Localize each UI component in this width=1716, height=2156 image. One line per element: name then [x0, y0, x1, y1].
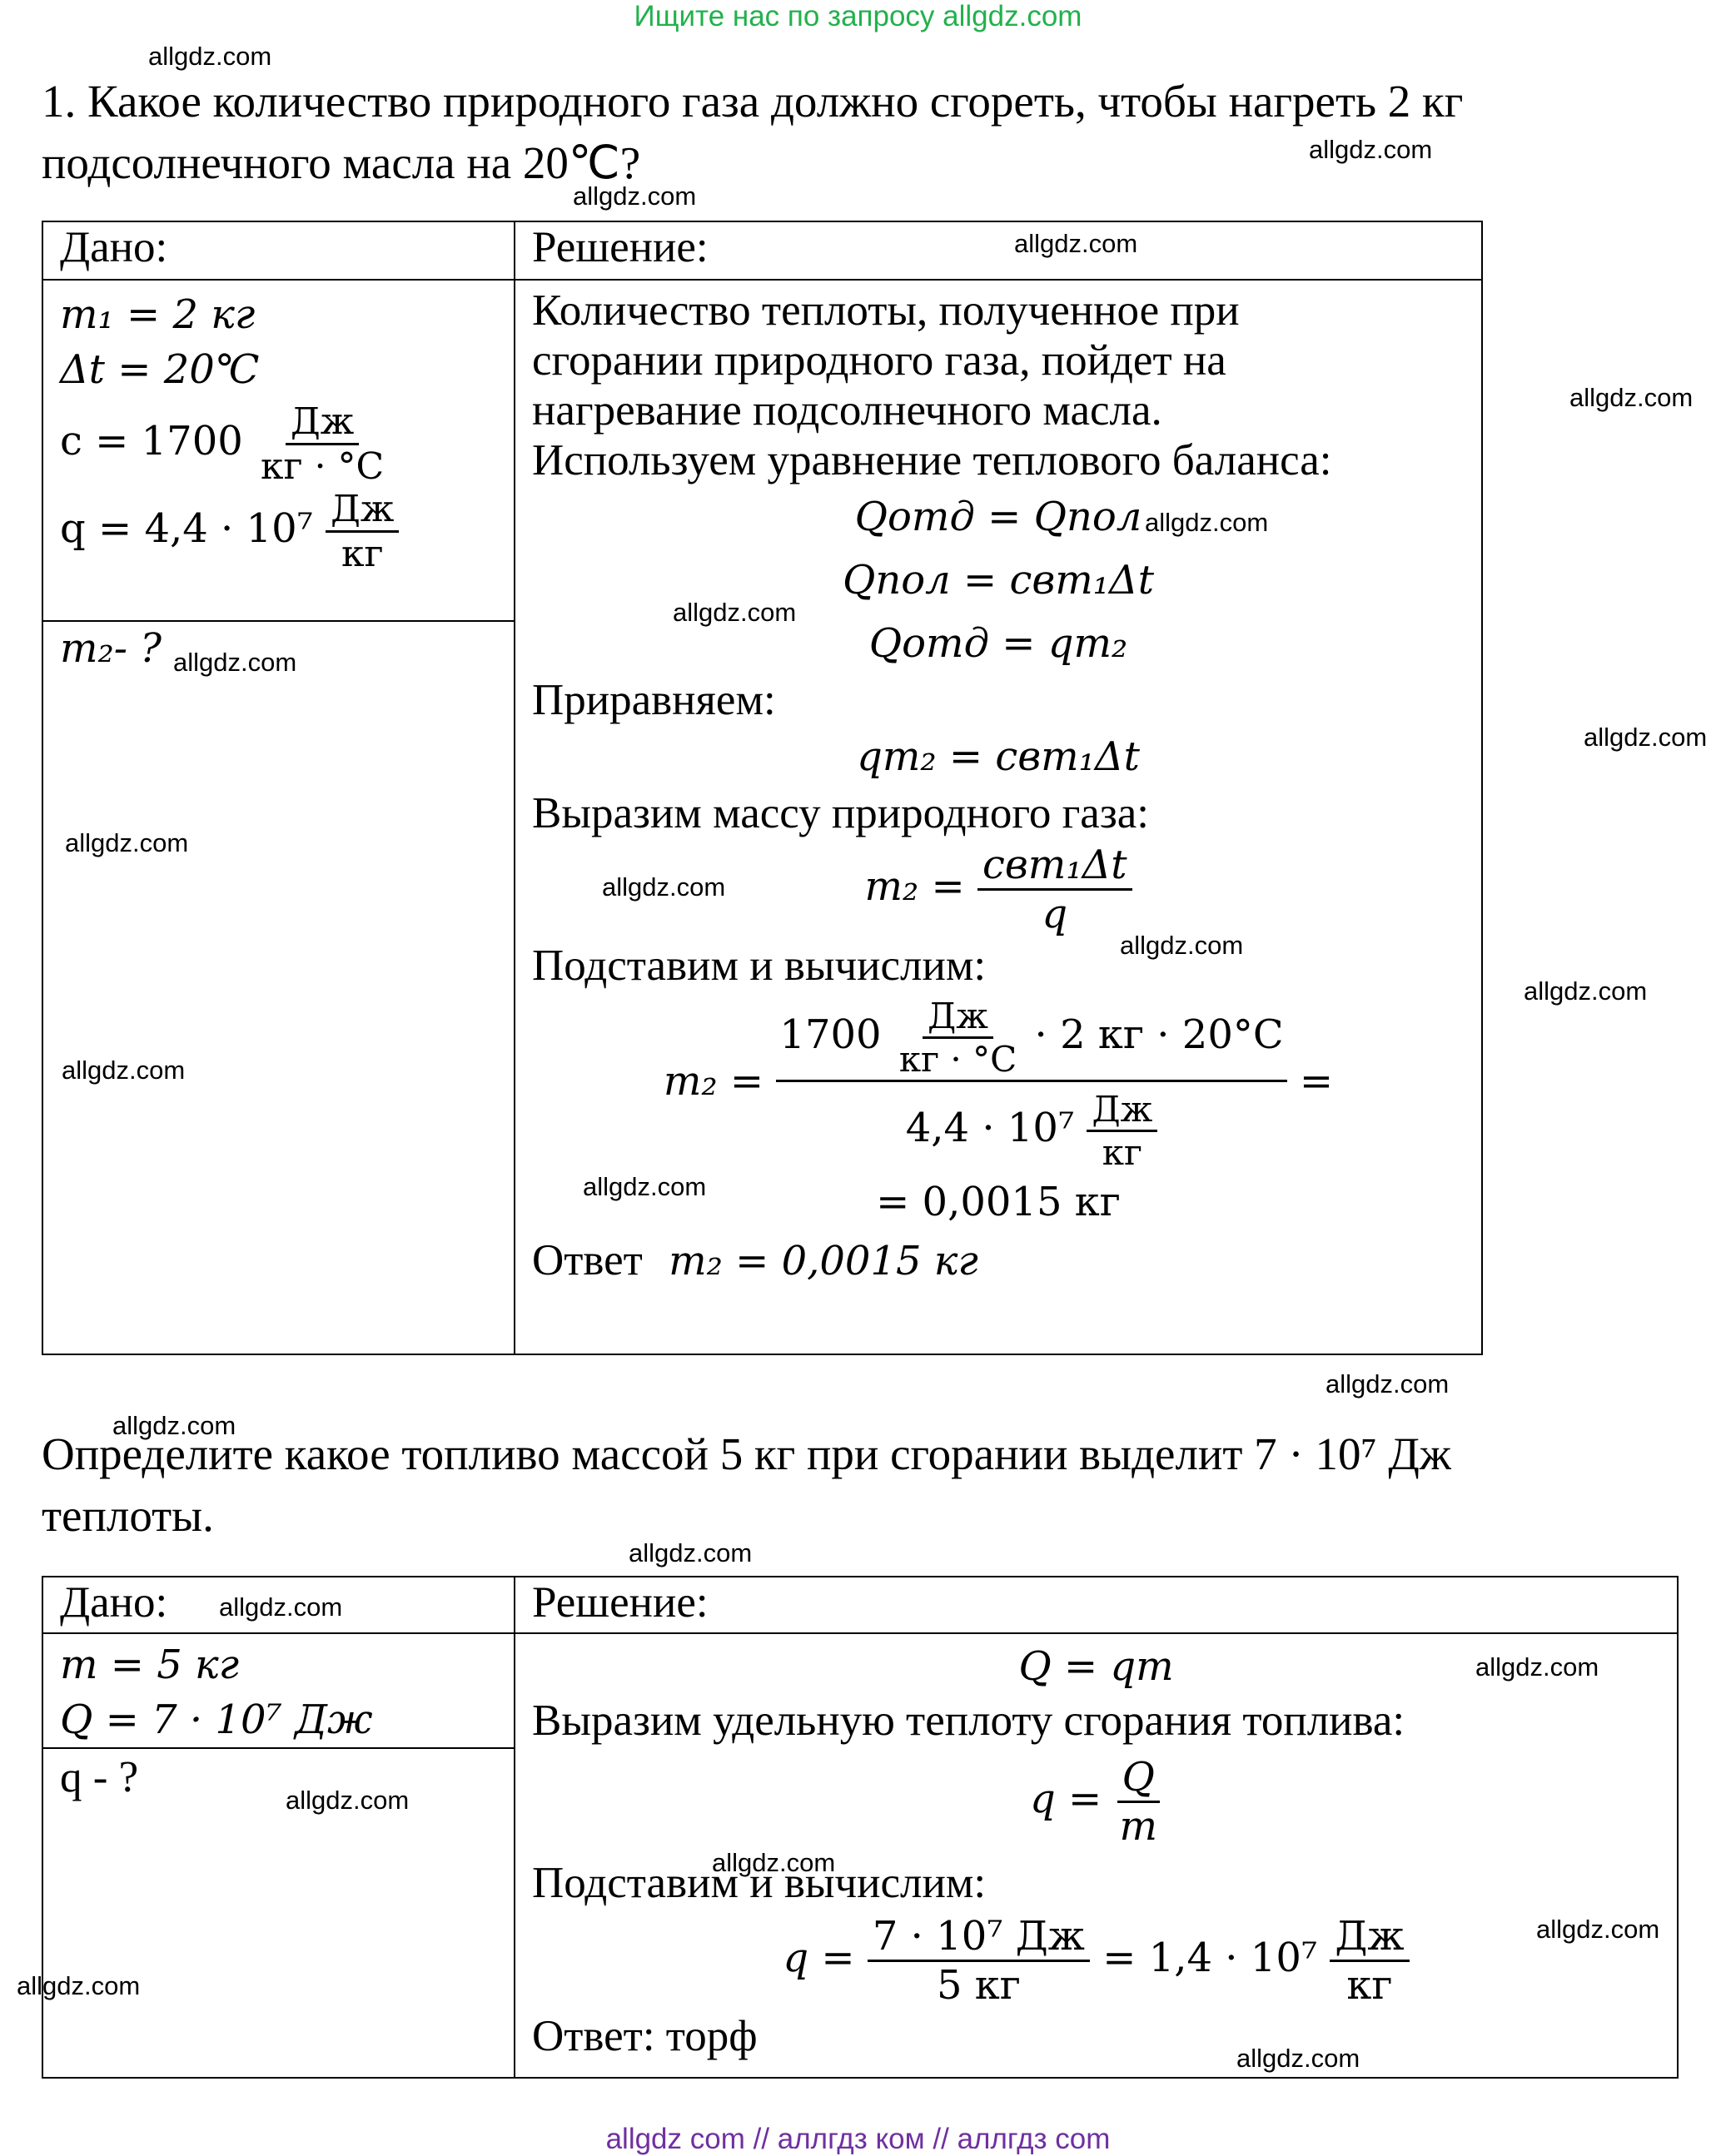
unit-den: кг · °С — [261, 445, 385, 488]
solution-body: Q = qm Выразим удельную теплоту сгорания… — [514, 1632, 1679, 2079]
watermark: allgdz.com — [112, 1411, 236, 1440]
given-m: m = 5 кг — [60, 1642, 239, 1688]
solution-p1: Выразим удельную теплоту сгорания топлив… — [532, 1696, 1405, 1745]
problem2-line2: теплоты. — [42, 1490, 214, 1541]
problem1-line2: подсолнечного масла на 20℃? — [42, 137, 641, 188]
given-Q: Q = 7 · 10⁷ Дж — [60, 1696, 373, 1743]
eq-fraction: Q m — [1114, 1754, 1162, 1850]
given-header: Дано: — [42, 1576, 515, 1634]
problem1-line1: 1. Какое количество природного газа долж… — [42, 76, 1464, 127]
calc-mid: = 1,4 · 10⁷ — [1102, 1935, 1318, 1981]
given-values: m₁ = 2 кг Δt = 20℃ с = 1700 Дж кг · °С q… — [42, 279, 515, 622]
calc-fraction: 7 · 10⁷ Дж 5 кг — [867, 1913, 1090, 2009]
equation-mass: m₂ = cвm₁Δt q — [532, 842, 1465, 937]
given-values: m = 5 кг Q = 7 · 10⁷ Дж — [42, 1632, 515, 1749]
solution-p4: Используем уравнение теплового баланса: — [532, 436, 1332, 484]
equation-balance: Qотд = Qпол — [854, 494, 1142, 540]
calc-numerator: 7 · 10⁷ Дж — [867, 1913, 1090, 1962]
solution-p2: Подставим и вычислим: — [532, 1859, 987, 1907]
given-m1: m₁ = 2 кг — [60, 291, 256, 338]
solution-p7: Подставим и вычислим: — [532, 941, 987, 990]
find-q: q - ? — [60, 1753, 139, 1801]
calc-lhs: m₂ = — [663, 1058, 764, 1105]
eq-lhs: m₂ = — [864, 863, 965, 910]
calc-result: = 0,0015 кг — [876, 1179, 1121, 1225]
watermark: allgdz.com — [148, 42, 272, 71]
problem1-table: Дано: Решение: m₁ = 2 кг Δt = 20℃ с = 17… — [42, 221, 1483, 1355]
top-banner[interactable]: Ищите нас по запросу allgdz.com — [634, 0, 1082, 32]
unit-num: Дж — [1087, 1089, 1158, 1132]
unit-den: кг · °С — [898, 1039, 1017, 1080]
calc-lhs: q = — [783, 1935, 855, 1981]
given-c-value: с = 1700 — [60, 418, 243, 464]
unit-num: Дж — [286, 400, 360, 445]
equation-q: q = Q m — [532, 1754, 1660, 1850]
calculation: m₂ = 1700 Дж кг · °С · 2 кг · 20°С 4,4 ·… — [532, 996, 1465, 1173]
problem2-line1: Определите какое топливо массой 5 кг при… — [42, 1428, 1451, 1479]
answer-label: Ответ — [532, 1236, 643, 1284]
given-header: Дано: — [42, 221, 515, 281]
frac-den: q — [1042, 891, 1068, 937]
watermark: allgdz.com — [1584, 723, 1708, 752]
frac-den: m — [1119, 1803, 1157, 1850]
solution-body: Количество теплоты, полученное при сгора… — [514, 279, 1483, 1355]
bottom-banner[interactable]: allgdz com // аллгдз ком // аллгдз com — [605, 2123, 1111, 2155]
unit-den: кг — [1102, 1132, 1142, 1173]
answer-line: Ответ m₂ = 0,0015 кг — [532, 1231, 1465, 1290]
watermark: allgdz.com — [1524, 976, 1648, 1006]
unit-den: кг — [1346, 1962, 1393, 2009]
given-dt: Δt = 20℃ — [60, 346, 260, 393]
solution-header: Решение: — [514, 221, 1483, 281]
answer-line: Ответ: торф — [532, 2012, 758, 2060]
problem1-statement: 1. Какое количество природного газа долж… — [42, 71, 1624, 194]
equation-heat-released: Qотд = qm₂ — [868, 620, 1128, 667]
unit-num: Дж — [923, 996, 993, 1039]
solution-header: Решение: — [514, 1576, 1679, 1634]
solution-p1: Количество теплоты, полученное при — [532, 286, 1240, 335]
given-q-unit: Дж кг — [326, 488, 400, 575]
eq-lhs: q = — [1030, 1776, 1102, 1822]
solution-p6: Выразим массу природного газа: — [532, 789, 1150, 837]
watermark: allgdz.com — [573, 181, 697, 211]
calc-denominator: 5 кг — [936, 1962, 1021, 2009]
equation-heat-received: Qпол = cвm₁Δt — [843, 557, 1154, 604]
solution-p3: нагревание подсолнечного масла. — [532, 386, 1162, 435]
answer-value: m₂ = 0,0015 кг — [669, 1238, 978, 1284]
given-c: с = 1700 Дж кг · °С — [60, 400, 497, 488]
unit-num: Дж — [326, 488, 400, 533]
calc-denominator: 4,4 · 10⁷ Дж кг — [901, 1082, 1163, 1173]
watermark: allgdz.com — [1309, 135, 1433, 164]
equation-heat: Q = qm — [1018, 1643, 1174, 1690]
unit-den: кг — [341, 533, 384, 575]
frac-num: cвm₁Δt — [977, 842, 1132, 891]
calculation: q = 7 · 10⁷ Дж 5 кг = 1,4 · 10⁷ Дж кг — [532, 1913, 1660, 2009]
find-cell: q - ? — [42, 1747, 515, 2079]
calc-den-unit: Дж кг — [1087, 1089, 1158, 1173]
watermark: allgdz.com — [1326, 1369, 1450, 1398]
frac-num: Q — [1117, 1754, 1160, 1803]
problem2-statement: Определите какое топливо массой 5 кг при… — [42, 1423, 1624, 1547]
given-q-value: q = 4,4 · 10⁷ — [60, 505, 313, 552]
calc-den-value: 4,4 · 10⁷ — [905, 1105, 1075, 1151]
find-cell: m₂- ? — [42, 620, 515, 1355]
watermark: allgdz.com — [1569, 383, 1694, 412]
calc-numerator: 1700 Дж кг · °С · 2 кг · 20°С — [776, 996, 1287, 1082]
solution-p2: сгорании природного газа, пойдет на — [532, 336, 1226, 385]
equation-equal: qm₂ = cвm₁Δt — [857, 733, 1140, 780]
given-c-unit: Дж кг · °С — [256, 400, 389, 488]
calc-fraction: 1700 Дж кг · °С · 2 кг · 20°С 4,4 · 10⁷ … — [776, 996, 1287, 1173]
solution-p5: Приравняем: — [532, 676, 776, 724]
calc-num-value: 1700 — [779, 1011, 882, 1058]
problem2-table: Дано: Решение: m = 5 кг Q = 7 · 10⁷ Дж Q… — [42, 1576, 1679, 2079]
calc-num-rest: · 2 кг · 20°С — [1034, 1011, 1284, 1058]
watermark: allgdz.com — [629, 1538, 753, 1567]
calc-equals: = — [1299, 1058, 1334, 1105]
eq-fraction: cвm₁Δt q — [977, 842, 1132, 937]
calc-unit: Дж кг — [1330, 1913, 1410, 2009]
given-q: q = 4,4 · 10⁷ Дж кг — [60, 488, 497, 575]
unit-num: Дж — [1330, 1913, 1410, 1962]
calc-num-unit: Дж кг · °С — [894, 996, 1022, 1080]
find-m2: m₂- ? — [60, 625, 162, 672]
